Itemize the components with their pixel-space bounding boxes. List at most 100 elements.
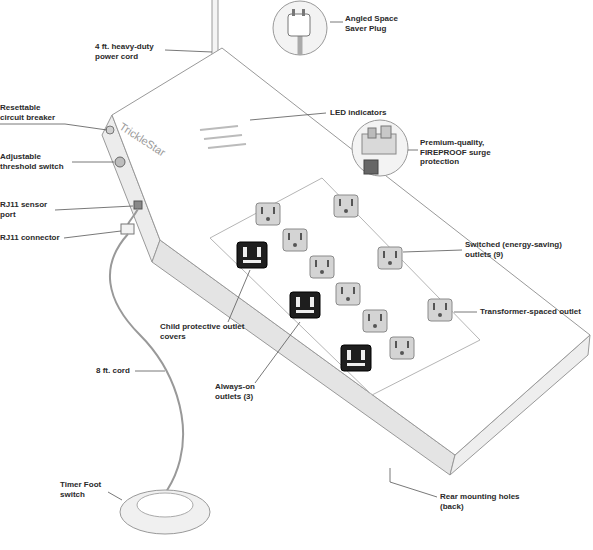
callout-label: RJ11 connector	[0, 233, 72, 243]
switched-outlet	[363, 310, 387, 332]
board-component	[368, 128, 376, 138]
rj11-port	[134, 201, 142, 209]
led-indicator	[208, 144, 246, 148]
surge-callout	[352, 120, 408, 176]
outlet-face	[334, 195, 358, 217]
rj11-plug	[121, 224, 134, 234]
switched-outlet	[256, 203, 280, 225]
threshold-switch	[115, 157, 125, 167]
outlet-cover	[341, 345, 371, 371]
child-cover-outlet	[341, 345, 371, 371]
outlet-ground	[373, 324, 377, 328]
outlet-slot	[257, 247, 261, 257]
outlet-slot	[368, 314, 370, 321]
outlet-slot	[310, 297, 314, 307]
board-component	[381, 126, 391, 138]
leader-line	[454, 312, 477, 313]
switched-outlet	[390, 337, 414, 359]
switched-outlet	[378, 247, 402, 269]
strip-top-face	[112, 48, 590, 455]
circuit-breaker	[106, 126, 114, 134]
outlet-face	[283, 229, 307, 251]
callout-label: 4 ft. heavy-duty power cord	[95, 42, 175, 61]
outlet-ground	[346, 297, 350, 301]
outlet-cover	[237, 242, 267, 268]
plug-cord	[298, 36, 303, 55]
callout-label: Always-on outlets (3)	[215, 382, 275, 401]
leader-line	[390, 468, 437, 497]
outlet-face	[428, 299, 452, 321]
outlet-slot	[288, 233, 290, 240]
switched-outlets	[256, 195, 452, 359]
leader-line	[55, 206, 133, 210]
leader-line	[64, 231, 121, 238]
leader-line	[108, 492, 122, 500]
outlet-face	[256, 203, 280, 225]
leader-lines	[0, 22, 477, 500]
outlet-ground	[293, 243, 297, 247]
outlet-slot	[361, 350, 365, 360]
outlet-slot	[395, 251, 397, 258]
leader-line	[408, 150, 418, 151]
sensor-cord	[128, 209, 138, 224]
leader-line	[165, 50, 212, 52]
outlet-slot	[395, 341, 397, 348]
always-on-outlets	[237, 242, 371, 371]
outlet-slot	[341, 287, 343, 294]
outlet-slot	[243, 247, 247, 257]
callout-label: 8 ft. cord	[96, 366, 156, 376]
outlet-ground	[320, 270, 324, 274]
outlet-face	[336, 283, 360, 305]
switched-outlet	[310, 256, 334, 278]
outlet-ground	[344, 209, 348, 213]
callout-label: Adjustable threshold switch	[0, 152, 76, 171]
outlet-face	[310, 256, 334, 278]
callout-label: Timer Foot switch	[60, 480, 110, 499]
callout-label: RJ11 sensor port	[0, 200, 55, 219]
outlet-slot	[445, 303, 447, 310]
switched-outlet	[428, 299, 452, 321]
plug-prong	[292, 9, 295, 16]
outlet-slot	[433, 303, 435, 310]
leader-line	[72, 162, 114, 163]
angled-plug	[288, 14, 310, 36]
led-indicator	[200, 126, 238, 130]
leader-line	[255, 322, 300, 383]
callout-label: Resettable circuit breaker	[0, 103, 66, 122]
outlet-slot	[383, 251, 385, 258]
outlet-face	[363, 310, 387, 332]
child-cover-outlet	[290, 292, 320, 318]
outlet-slot	[315, 260, 317, 267]
callout-label: LED indicators	[330, 108, 420, 118]
outlet-slot	[351, 199, 353, 206]
outlet-slot	[407, 341, 409, 348]
callout-label: Angled Space Saver Plug	[345, 14, 407, 33]
foot-switch-cord	[110, 234, 183, 492]
outlet-cover	[290, 292, 320, 318]
outlet-slot	[380, 314, 382, 321]
callout-label: Transformer-spaced outlet	[480, 307, 592, 317]
outlet-panel	[210, 178, 480, 395]
outlet-face	[390, 337, 414, 359]
outlet-slot	[296, 297, 300, 307]
outlet-slot	[273, 207, 275, 214]
cover-bar	[296, 310, 314, 313]
outlet-face	[378, 247, 402, 269]
switched-outlet	[336, 283, 360, 305]
outlet-ground	[400, 351, 404, 355]
callout-label: Child protective outlet covers	[160, 322, 250, 341]
leader-line	[250, 113, 326, 120]
leader-line	[135, 371, 165, 372]
callout-label: Switched (energy-saving) outlets (9)	[465, 240, 585, 259]
outlet-slot	[327, 260, 329, 267]
leader-line	[330, 22, 343, 23]
cover-bar	[347, 363, 365, 366]
cover-bar	[243, 260, 261, 263]
outlet-ground	[266, 217, 270, 221]
outlet-ground	[438, 313, 442, 317]
outlet-ground	[388, 261, 392, 265]
callout-label: Rear mounting holes (back)	[440, 492, 532, 511]
outlet-slot	[261, 207, 263, 214]
outlet-slot	[339, 199, 341, 206]
